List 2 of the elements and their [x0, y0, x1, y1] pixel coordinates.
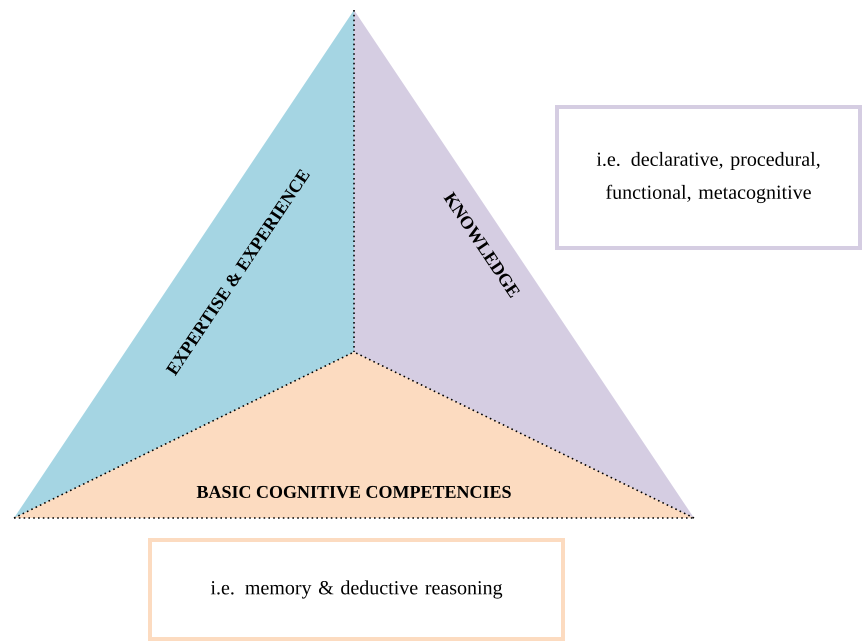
- text-box: i.e. declarative, procedural, functional, metacognitive: [555, 105, 862, 250]
- text-box: i.e. memory & deductive reasoning: [148, 538, 565, 641]
